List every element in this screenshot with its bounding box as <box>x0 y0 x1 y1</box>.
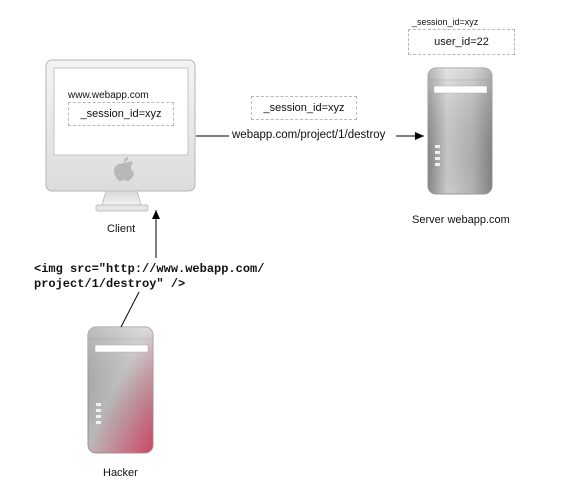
client-cookie-box: _session_id=xyz <box>68 102 174 126</box>
hacker-label: Hacker <box>103 467 138 479</box>
client-cookie-value: _session_id=xyz <box>80 108 162 120</box>
server-session-box: user_id=22 <box>408 29 515 55</box>
request-cookie-box: _session_id=xyz <box>251 96 357 120</box>
client-computer-icon <box>45 59 196 212</box>
server-session-label: _session_id=xyz <box>412 17 479 27</box>
apple-logo-icon <box>114 157 134 181</box>
malicious-code-line-2: project/1/destroy" /> <box>34 277 186 291</box>
request-cookie-value: _session_id=xyz <box>263 102 345 114</box>
server-user-id-value: user_id=22 <box>434 36 489 48</box>
server-label: Server webapp.com <box>412 214 510 226</box>
request-url: webapp.com/project/1/destroy <box>232 129 386 141</box>
hacker-tower-icon <box>87 326 154 454</box>
malicious-code-line-1: <img src="http://www.webapp.com/ <box>34 262 265 276</box>
hacker-to-code-line <box>120 291 140 328</box>
server-tower-icon <box>427 67 493 195</box>
client-label: Client <box>107 223 136 235</box>
browser-url: www.webapp.com <box>68 90 149 101</box>
